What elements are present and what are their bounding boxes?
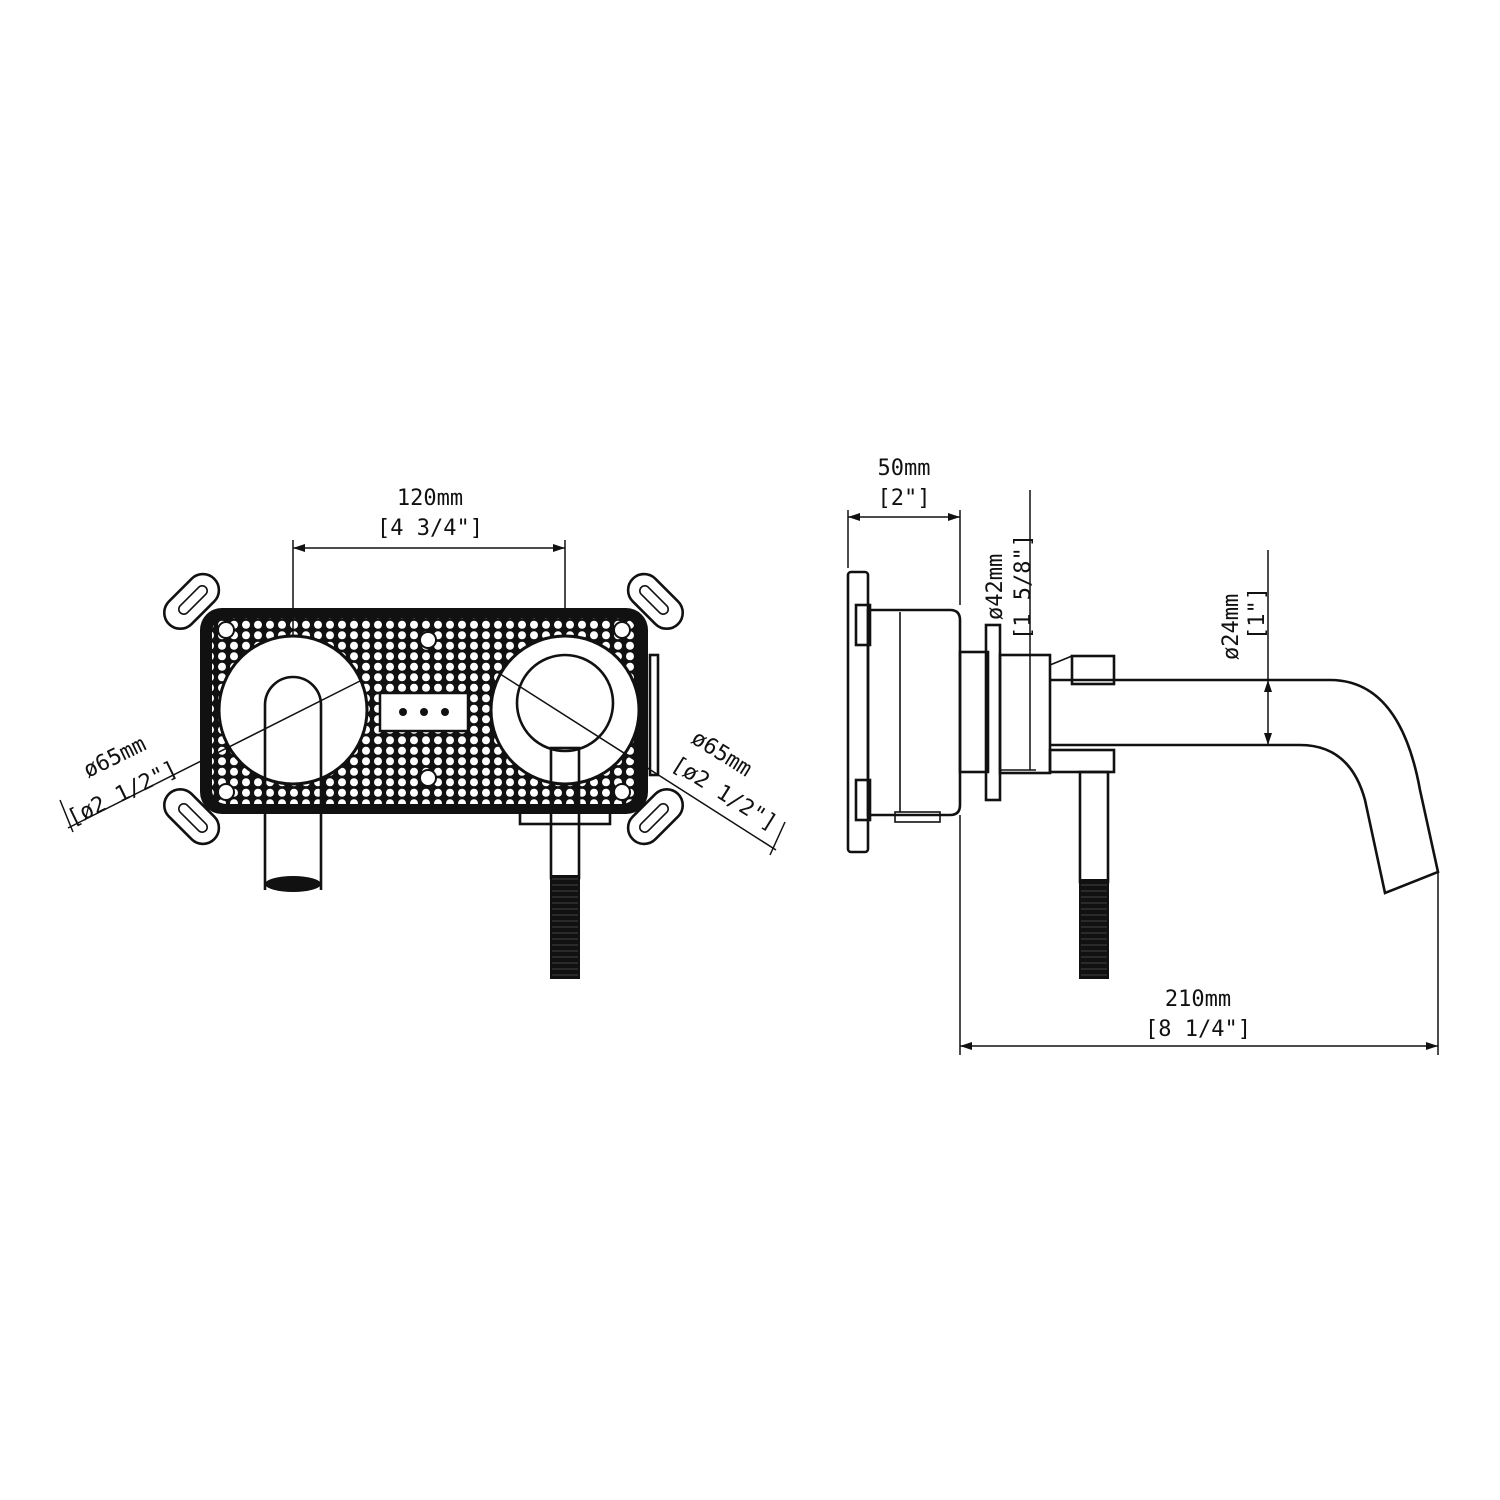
box-depth-inch: [2"]	[878, 486, 931, 511]
dimension-spout-projection: 210mm [8 1/4"]	[959, 815, 1439, 1055]
spout-mm: ø24mm	[1219, 594, 1244, 660]
spout-rosette	[217, 634, 369, 892]
spout-assembly	[958, 623, 1440, 895]
spout-inch: [1"]	[1245, 587, 1270, 640]
center-spacing-mm: 120mm	[397, 486, 463, 511]
dimension-spout: ø24mm [1"]	[1219, 550, 1272, 745]
mounting-body	[846, 570, 962, 854]
lever-grip	[550, 875, 580, 979]
side-lever-grip	[1079, 879, 1109, 979]
corner-screws	[217, 621, 631, 801]
projection-mm: 210mm	[1165, 987, 1231, 1012]
projection-inch: [8 1/4"]	[1145, 1017, 1251, 1042]
front-view: 120mm [4 3/4"] ø65mm [ø2 1/2"] ø65mm [ø2…	[59, 486, 786, 979]
side-lever	[1078, 770, 1110, 979]
mounting-bracket	[162, 572, 685, 846]
box-depth-mm: 50mm	[878, 456, 931, 481]
dimension-center-spacing: 120mm [4 3/4"]	[292, 486, 566, 636]
left-rosette-inch: [ø2 1/2"]	[64, 757, 182, 832]
side-view: 50mm [2"] ø42mm [1 5/8"] ø24mm [1"] 210m…	[846, 456, 1440, 1055]
mixer-rosette	[489, 634, 641, 979]
dimension-flange: ø42mm [1 5/8"]	[983, 490, 1036, 771]
center-spacing-inch: [4 3/4"]	[377, 516, 483, 541]
flange-mm: ø42mm	[983, 554, 1008, 620]
dimension-box-depth: 50mm [2"]	[847, 456, 961, 605]
flange-inch: [1 5/8"]	[1011, 534, 1036, 640]
